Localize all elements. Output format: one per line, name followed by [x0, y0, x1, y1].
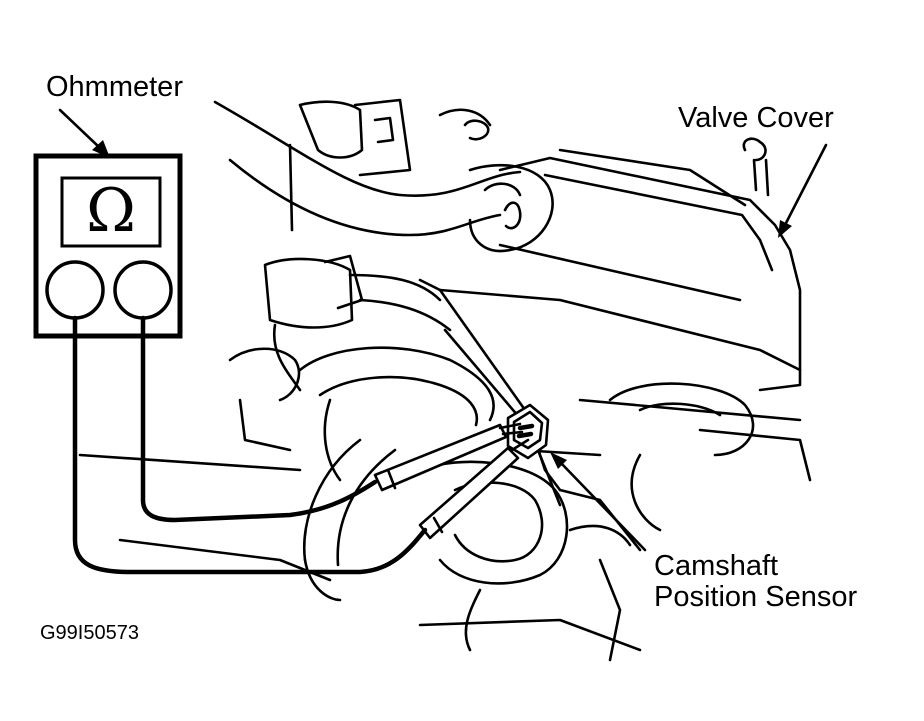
leader-arrows	[58, 108, 828, 552]
ohm-symbol: Ω	[86, 176, 136, 246]
camshaft-label-line1: Camshaft	[654, 550, 779, 582]
valve-cover-label: Valve Cover	[678, 102, 834, 134]
ohmmeter-device	[33, 153, 183, 339]
camshaft-position-sensor-label: Camshaft Position Sensor	[654, 551, 857, 613]
test-probes	[373, 422, 530, 540]
ohmmeter-label: Ohmmeter	[46, 71, 183, 103]
camshaft-label-line2: Position Sensor	[654, 581, 858, 613]
figure-id-label: G99I50573	[40, 622, 139, 644]
test-leads	[72, 315, 428, 575]
